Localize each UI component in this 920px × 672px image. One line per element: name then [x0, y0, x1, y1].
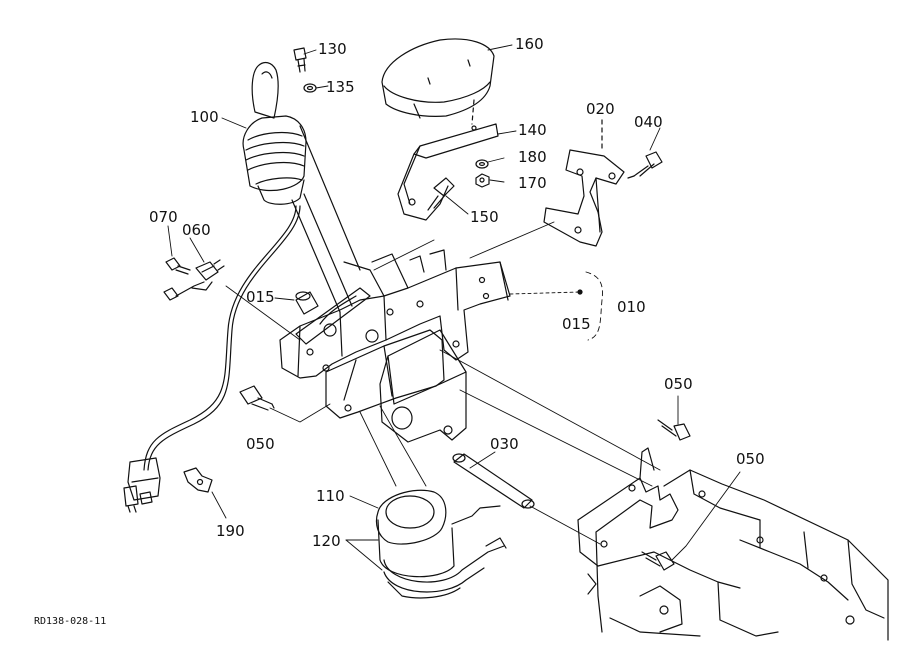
callout-040: 040	[634, 113, 663, 131]
bolt-050-left	[240, 386, 274, 410]
callout-100: 100	[190, 108, 219, 126]
leader-160-dash	[472, 100, 474, 124]
leader-lines	[168, 45, 740, 570]
clamp-block	[380, 330, 466, 442]
bolt-150	[428, 178, 454, 210]
callout-050-lower-right: 050	[736, 450, 765, 468]
band-120	[384, 538, 506, 598]
callout-160: 160	[515, 35, 544, 53]
callout-130: 130	[318, 40, 347, 58]
callout-110: 110	[316, 487, 345, 505]
nut-170	[476, 174, 489, 187]
callout-020: 020	[586, 100, 615, 118]
washer-180	[476, 160, 488, 168]
callout-150: 150	[470, 208, 499, 226]
callout-190: 190	[216, 522, 245, 540]
callout-120: 120	[312, 532, 341, 550]
bolt-130	[294, 48, 306, 72]
lever-wire	[144, 206, 300, 470]
armrest-pad	[382, 39, 494, 118]
bolt-050-lower-right	[642, 552, 674, 570]
lever-boot	[243, 116, 306, 204]
link-rod	[296, 288, 378, 344]
frame	[578, 448, 888, 640]
pipe-030	[453, 454, 534, 508]
main-bracket-010	[280, 250, 510, 378]
callout-015-lower: 015	[562, 315, 591, 333]
callout-015-upper: 015	[246, 288, 275, 306]
bolt-070	[166, 258, 190, 274]
connector	[124, 458, 160, 512]
callout-135: 135	[326, 78, 355, 96]
bracket-140	[398, 124, 498, 220]
callout-050-upper-right: 050	[664, 375, 693, 393]
clip-190	[184, 468, 212, 492]
callout-030: 030	[490, 435, 519, 453]
washer-135	[304, 84, 316, 92]
callout-070: 070	[149, 208, 178, 226]
drawing-id: RD138-028-11	[34, 616, 107, 627]
bolt-050-upper-right	[658, 420, 690, 440]
callout-140: 140	[518, 121, 547, 139]
collar-015	[296, 292, 318, 314]
bracket-020	[544, 150, 624, 246]
callout-170: 170	[518, 174, 547, 192]
boot-110	[376, 490, 500, 576]
mount-plate	[326, 330, 444, 418]
callout-010: 010	[617, 298, 646, 316]
switch-060	[164, 260, 224, 300]
callout-180: 180	[518, 148, 547, 166]
lever-knob	[252, 63, 278, 118]
bolt-040	[628, 152, 662, 178]
assembly-dot	[578, 290, 582, 294]
callout-060: 060	[182, 221, 211, 239]
callout-050-left: 050	[246, 435, 275, 453]
lever-shaft	[292, 126, 360, 312]
